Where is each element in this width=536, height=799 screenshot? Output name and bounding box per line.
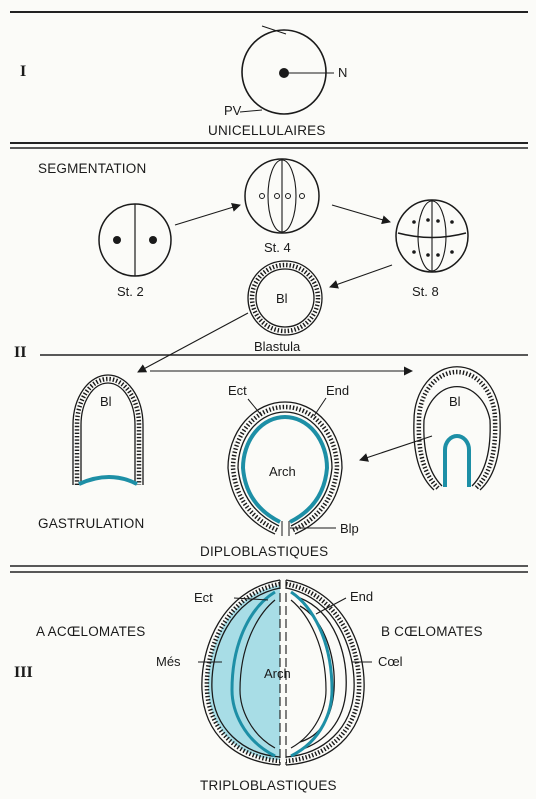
section-3-numeral: III: [14, 665, 33, 681]
label-coel: Cœl: [378, 655, 403, 668]
gastrulation-title: GASTRULATION: [38, 517, 144, 531]
stage-2-embryo: [99, 204, 171, 276]
invagination: [445, 436, 469, 487]
stage-8-embryo: [396, 200, 468, 272]
label-ect-3: Ect: [194, 591, 213, 604]
label-mes: Més: [156, 655, 181, 668]
unicellular-title: UNICELLULAIRES: [208, 124, 326, 138]
section-1-numeral: I: [20, 64, 26, 80]
label-bl-blastula: Bl: [276, 292, 288, 305]
label-arch-3: Arch: [264, 667, 291, 680]
label-end-3: End: [350, 590, 373, 603]
label-blastula: Blastula: [254, 340, 300, 353]
label-coelomates: B CŒLOMATES: [381, 625, 483, 639]
label-arch: Arch: [269, 465, 296, 478]
early-gastrula: [73, 375, 143, 485]
label-end: End: [326, 384, 349, 397]
label-nucleus: N: [338, 66, 347, 79]
section-2-numeral: II: [14, 345, 26, 361]
vegetal-plate: [79, 477, 137, 484]
triploblastic-title: TRIPLOBLASTIQUES: [200, 779, 337, 793]
label-acoelomates: A ACŒLOMATES: [36, 625, 145, 639]
segmentation-title: SEGMENTATION: [38, 162, 146, 176]
label-st8: St. 8: [412, 285, 439, 298]
label-st4: St. 4: [264, 241, 291, 254]
invaginating-gastrula: [414, 367, 500, 490]
divider-3: [10, 566, 528, 572]
unicellular-cell: [240, 26, 334, 114]
diploblastic-title: DIPLOBLASTIQUES: [200, 545, 328, 559]
label-pv: PV: [224, 104, 241, 117]
stage-4-embryo: [245, 159, 319, 233]
label-bl-right: Bl: [449, 395, 461, 408]
label-blp: Blp: [340, 522, 359, 535]
label-st2: St. 2: [117, 285, 144, 298]
label-bl-left: Bl: [100, 395, 112, 408]
divider-1: [10, 143, 528, 148]
label-ect: Ect: [228, 384, 247, 397]
